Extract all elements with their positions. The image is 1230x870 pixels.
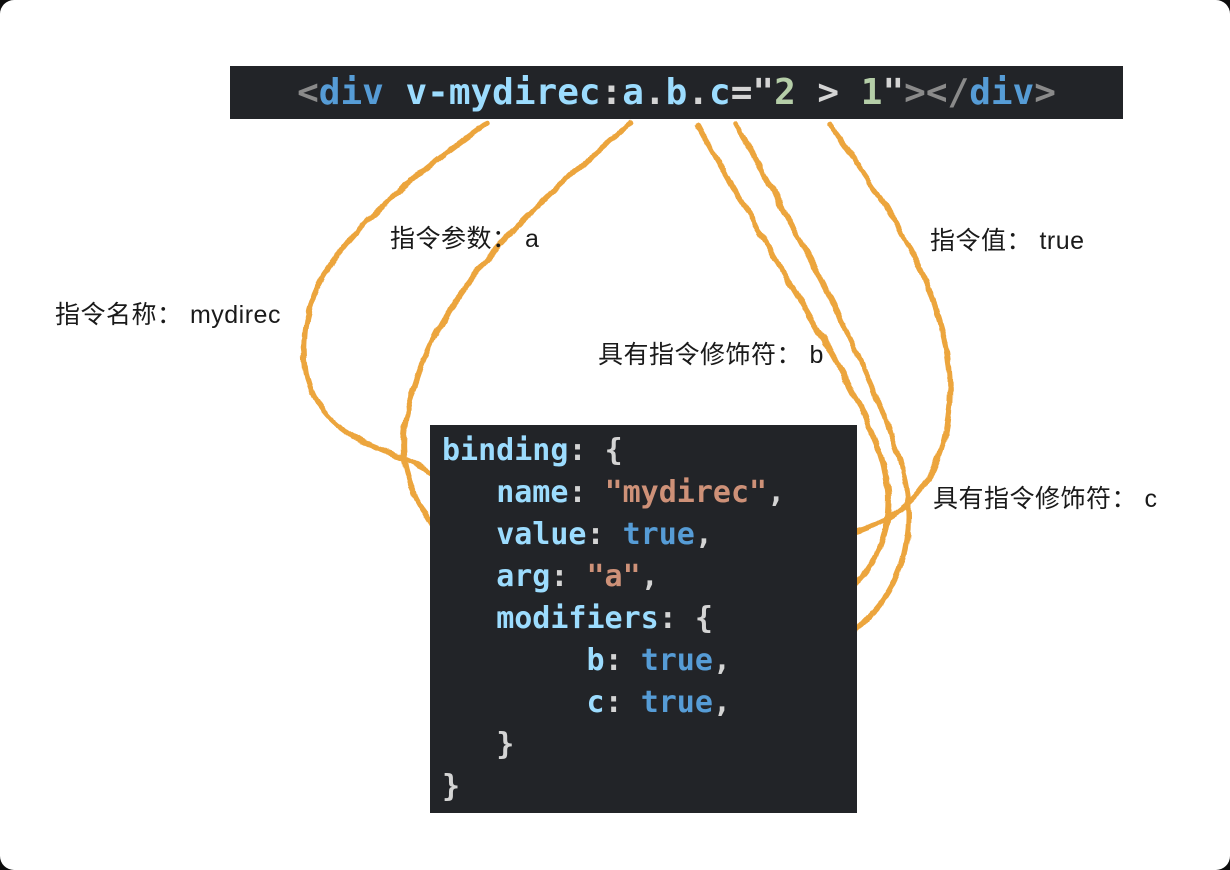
code-token: v-mydirec — [405, 71, 601, 113]
code-token: a — [622, 71, 644, 113]
code-token: , — [694, 517, 713, 552]
code-token: . — [687, 71, 709, 113]
code-token: name — [496, 475, 569, 510]
code-token: b — [665, 71, 688, 113]
label-modifier-c: 具有指令修饰符： c — [933, 485, 1158, 513]
code-token — [442, 601, 496, 636]
code-token: binding — [442, 433, 569, 468]
code-line: } — [442, 724, 857, 766]
code-token: div — [318, 71, 384, 113]
code-line: arg: "a", — [442, 556, 857, 598]
code-token: : — [658, 601, 695, 636]
label-directive-arg: 指令参数： a — [390, 225, 540, 253]
code-token: c — [709, 71, 731, 113]
code-token: true — [640, 685, 713, 720]
code-token: } — [442, 769, 461, 804]
code-token: . — [643, 71, 666, 113]
code-token: , — [767, 475, 786, 510]
code-token: 1 — [860, 71, 883, 113]
label-modifier-b: 具有指令修饰符： b — [598, 341, 824, 369]
code-line: modifiers: { — [442, 598, 857, 640]
code-token — [442, 643, 587, 678]
code-token — [442, 475, 496, 510]
code-token — [442, 727, 496, 762]
code-token — [384, 72, 406, 113]
label-directive-value: 指令值： true — [930, 227, 1085, 255]
code-token: > — [1034, 71, 1056, 113]
code-token: { — [694, 601, 713, 636]
code-token: , — [712, 685, 731, 720]
code-token — [442, 517, 496, 552]
code-line: } — [442, 766, 857, 808]
code-token: } — [496, 727, 515, 762]
binding-object-code-block: binding: { name: "mydirec", value: true,… — [430, 425, 857, 813]
code-token: , — [712, 643, 731, 678]
code-token: 2 — [774, 71, 796, 113]
code-token — [442, 559, 496, 594]
label-directive-name: 指令名称： mydirec — [55, 301, 281, 329]
code-token: div — [969, 71, 1035, 113]
code-token: , — [640, 559, 659, 594]
code-token: " — [882, 71, 905, 113]
code-token: </ — [925, 71, 970, 113]
code-line: c: true, — [442, 682, 857, 724]
code-token: > — [904, 71, 926, 113]
code-line: name: "mydirec", — [442, 472, 857, 514]
code-token: " — [752, 71, 775, 113]
code-token: "a" — [586, 559, 641, 594]
code-token: true — [640, 643, 713, 678]
code-line: binding: { — [442, 430, 857, 472]
code-line: b: true, — [442, 640, 857, 682]
code-line: value: true, — [442, 514, 857, 556]
code-token: : — [568, 475, 605, 510]
code-token: : — [604, 685, 641, 720]
code-token: : — [604, 643, 641, 678]
code-token: : — [600, 71, 623, 113]
code-token: value — [496, 517, 587, 552]
code-token: > — [795, 71, 861, 113]
code-token: true — [622, 517, 695, 552]
code-token: : — [568, 433, 605, 468]
code-token: arg — [496, 559, 551, 594]
code-token — [442, 685, 587, 720]
code-token: b — [586, 643, 605, 678]
code-line: <div v-mydirec:a.b.c="2 > 1"></div> — [297, 72, 1056, 114]
code-token: c — [586, 685, 605, 720]
directive-source-code-bar: <div v-mydirec:a.b.c="2 > 1"></div> — [230, 66, 1123, 119]
code-token: { — [604, 433, 623, 468]
code-token: < — [297, 71, 319, 113]
code-token: = — [730, 71, 753, 113]
code-token: "mydirec" — [604, 475, 768, 510]
code-token: modifiers — [496, 601, 659, 636]
code-token: : — [586, 517, 623, 552]
code-token: : — [550, 559, 587, 594]
